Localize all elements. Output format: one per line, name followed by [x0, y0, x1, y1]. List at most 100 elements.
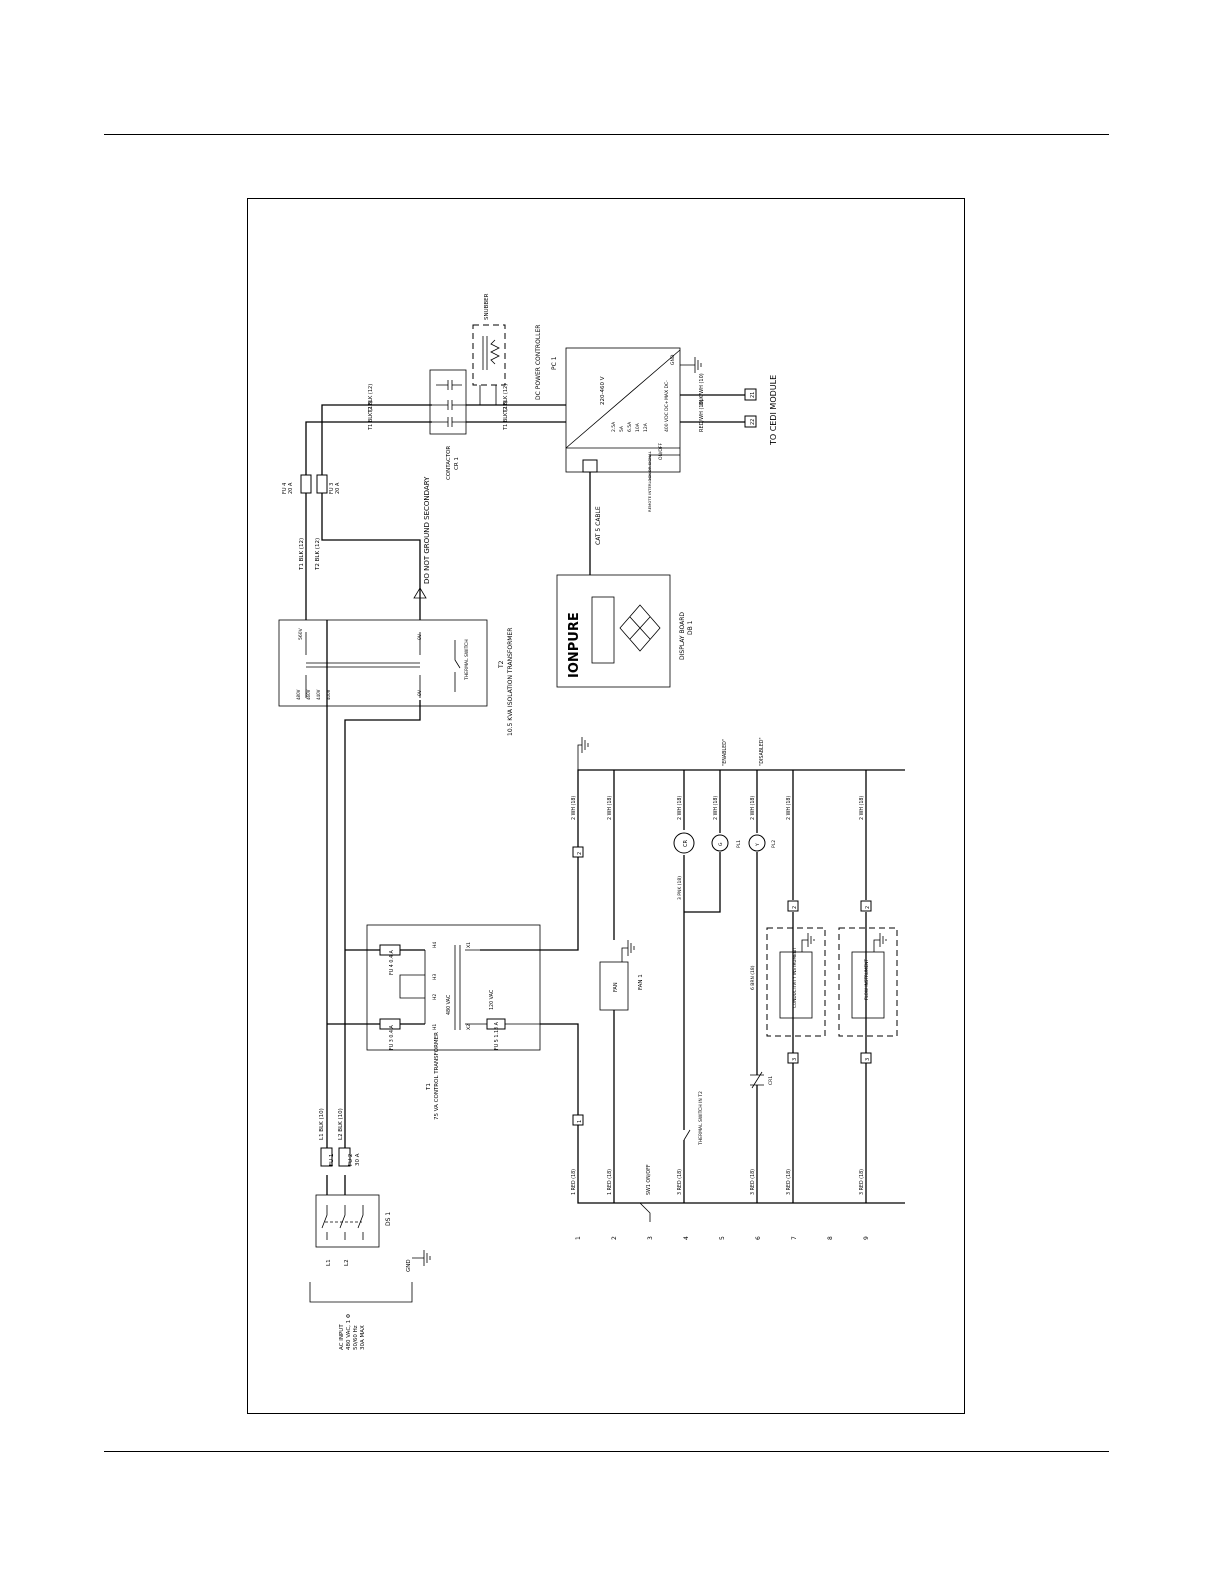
svg-text:50/60 Hz: 50/60 Hz	[353, 1325, 359, 1350]
fan-1	[599, 961, 629, 1011]
secondary-t2-wire	[321, 404, 432, 620]
t2-tap-0v-primary: 0V	[417, 689, 423, 696]
pc1-title: DC POWER CONTROLLER	[535, 325, 542, 400]
enabled-label: "ENABLED"	[722, 739, 728, 766]
cedi-pos-label: RED/WH (10)	[699, 399, 705, 432]
pc1-amp-4: 10A	[635, 422, 641, 432]
rung-number-9: 9	[863, 1236, 870, 1240]
pc1-amp-1: 2.5A	[611, 421, 617, 432]
pnk-wire-label: 3 PNK (18)	[677, 876, 683, 900]
cr-coil-label: CR	[683, 840, 689, 847]
terminal-22	[744, 415, 757, 428]
pl2-y: Y	[755, 843, 761, 847]
terminal-21	[744, 388, 757, 401]
footer-rule	[104, 1451, 1109, 1452]
rung-number-5: 5	[719, 1236, 726, 1240]
wh-wire-label-2: 2 WH (18)	[607, 796, 613, 820]
t1-h1-label: H1	[432, 1024, 438, 1030]
secondary-t1-wire	[305, 421, 432, 620]
cat5-label: CAT 5 CABLE	[595, 506, 602, 545]
pc1-amp-2: 5A	[619, 425, 625, 432]
terminal-22-label: 22	[750, 419, 756, 425]
t1-fu5-label: FU 5 1.13 A	[494, 1021, 500, 1050]
warning-icon	[413, 587, 427, 599]
secondary-t1-label: T1 BLK (12)	[299, 538, 305, 571]
fuse-fu3-20a	[316, 474, 328, 494]
wh-wire-label-6: 2 WH (18)	[750, 796, 756, 820]
red-wire-label-1: 1 RED (18)	[571, 1169, 577, 1195]
terminal-box-2a-label: 2	[577, 852, 583, 855]
fu4-20a-label: FU 4	[282, 483, 288, 494]
t1-h2-label: H2	[432, 994, 438, 1000]
cedi-neg-label: BLK/WH (10)	[699, 373, 705, 405]
display-window	[591, 596, 615, 664]
wh-wire-label-5: 2 WH (18)	[713, 796, 719, 820]
pc1-dc-pos-terminal: 400 VDC DC+	[664, 400, 670, 432]
display-board-db1	[556, 574, 671, 688]
l1-wire-label: L1 BLK (10)	[319, 1108, 325, 1140]
snubber-label: SNUBBER	[484, 293, 490, 320]
wire-t1-label: T1 BLK (12)	[368, 401, 374, 431]
x2-neutral-rail	[540, 1023, 905, 1204]
svg-text:30A MAX: 30A MAX	[360, 1325, 366, 1350]
l2-wire-label: L2 BLK (10)	[338, 1108, 344, 1140]
snubber-box	[472, 324, 506, 386]
t1-x1-label: X1	[466, 942, 472, 948]
flow-label: FLOW INSTRUMENT	[864, 959, 869, 1000]
terminal-box-1	[572, 1114, 584, 1126]
rung-number-3: 3	[647, 1236, 654, 1240]
disabled-label: "DISABLED"	[759, 737, 765, 766]
cat5-connector	[582, 459, 598, 473]
secondary-t2-label: T2 BLK (12)	[315, 538, 321, 571]
cr1-contact-label: CR1	[768, 1076, 774, 1085]
t2-tap-440: 440V	[316, 689, 321, 700]
thermal-t2-label: THERMAL SWITCH IN T2	[698, 1091, 704, 1146]
fuse-fu3-control	[379, 1018, 401, 1030]
keypad-icon	[619, 604, 661, 652]
pc1-onoff-terminal: ON/OFF	[658, 442, 664, 460]
fuse-fu2	[338, 1147, 351, 1167]
t1-label: T1	[426, 1083, 432, 1091]
contactor-cr1	[429, 369, 467, 435]
flow-instrument	[851, 951, 885, 1019]
db1-id: DB 1	[687, 620, 694, 635]
pc1-id: PC 1	[551, 356, 558, 370]
pc1-range: 220-460 V	[600, 376, 606, 405]
conductivity-group	[766, 927, 826, 1037]
rung-number-2: 2	[611, 1236, 618, 1240]
terminal-box-2c-label: 2	[865, 906, 871, 909]
sw1-switch	[639, 1202, 651, 1222]
brn-wire-label: 6 BRN (18)	[750, 965, 756, 990]
t1-vout-label: 120 VAC	[489, 989, 495, 1010]
wh-wire-label-9: 2 WH (18)	[859, 796, 865, 820]
terminal-box-2b	[787, 900, 799, 912]
pl1-g: G	[718, 842, 724, 846]
terminal-gnd-label: GND	[406, 1259, 412, 1272]
cedi-module-label: TO CEDI MODULE	[769, 375, 778, 446]
conductivity-label: CONDUCTIVITY INSTRUMENT	[792, 947, 797, 1008]
fuse-fu1	[320, 1147, 333, 1167]
ladder-ground	[577, 737, 589, 770]
red-wire-label-9: 3 RED (18)	[859, 1169, 865, 1195]
fuse-fu4-20a	[300, 474, 312, 494]
ground-icon	[412, 1250, 431, 1266]
t2-thermal-label: THERMAL SWITCH	[464, 639, 470, 681]
fu2-rating: 30 A	[355, 1153, 361, 1166]
wire-t2-label: T2 BLK (12)	[368, 384, 374, 414]
pl1-label: PL1	[736, 840, 742, 848]
rung-number-7: 7	[791, 1236, 798, 1240]
header-rule	[104, 134, 1109, 135]
terminal-box-3b-label: 3	[865, 1058, 871, 1061]
fu3-20a-label: FU 3	[329, 483, 335, 494]
fuse-fu4-control	[379, 944, 401, 956]
wh-wire-label-7: 2 WH (18)	[786, 796, 792, 820]
red-wire-label-7: 3 RED (18)	[786, 1169, 792, 1195]
cr1-nc-contact	[750, 1071, 764, 1089]
t2-desc: 10.5 KVA ISOLATION TRANSFORMER	[507, 628, 514, 736]
terminal-box-2b-label: 2	[792, 906, 798, 909]
rung-number-4: 4	[683, 1236, 690, 1240]
fu2-label: FU 2	[348, 1154, 354, 1166]
cr-coil	[673, 832, 695, 854]
pc1-amp-3: 6.5A	[627, 421, 633, 432]
pc1-amp-5: 12A	[643, 422, 649, 432]
